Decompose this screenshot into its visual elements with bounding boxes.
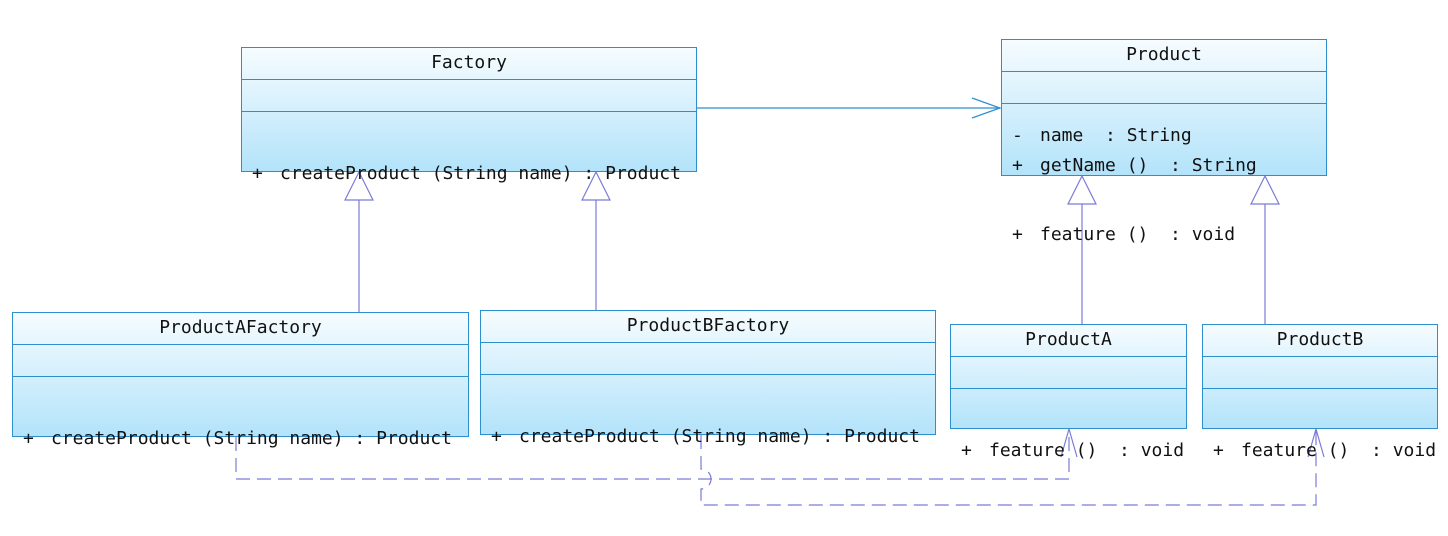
class-name: ProductBFactory — [481, 311, 935, 343]
operation: +createProduct (String name) : Product — [252, 163, 681, 184]
operation: +createProduct (String name) : Product — [23, 428, 452, 449]
attributes-section — [13, 345, 468, 377]
operation: +feature () : void — [961, 440, 1185, 461]
operations-section: +getName () : String +feature () : void — [1002, 104, 1326, 292]
dependency-productbfactory-productb[interactable] — [700, 426, 1325, 506]
generalization-productb-product[interactable] — [1250, 174, 1280, 324]
attribute: -name : String — [1012, 125, 1192, 146]
producta-class[interactable]: ProductA +feature () : void — [950, 324, 1187, 461]
generalization-producta-product[interactable] — [1067, 174, 1097, 324]
operation: +getName () : String — [1012, 155, 1257, 176]
productbfactory-class[interactable]: ProductBFactory +createProduct (String n… — [480, 310, 936, 447]
class-name: Factory — [242, 48, 696, 80]
operations-section: +feature () : void — [1203, 389, 1437, 508]
operations-section: +feature () : void — [951, 389, 1186, 508]
class-name: Product — [1002, 40, 1326, 72]
class-name: ProductB — [1203, 325, 1437, 357]
attributes-section — [951, 357, 1186, 389]
operations-section: +createProduct (String name) : Product — [242, 112, 696, 231]
attributes-section — [242, 80, 696, 112]
operation: +feature () : void — [1012, 224, 1236, 245]
product-class[interactable]: Product -name : String +getName () : Str… — [1001, 39, 1327, 245]
generalization-productbfactory-factory[interactable] — [581, 170, 611, 310]
dependency-productafactory-producta[interactable] — [235, 426, 1078, 480]
productb-class[interactable]: ProductB +feature () : void — [1202, 324, 1438, 461]
attributes-section: -name : String — [1002, 72, 1326, 146]
generalization-productafactory-factory[interactable] — [344, 170, 374, 312]
operations-section: +createProduct (String name) : Product — [13, 377, 468, 496]
operation: +feature () : void — [1213, 440, 1437, 461]
attributes-section — [1203, 357, 1437, 389]
operation: +createProduct (String name) : Product — [491, 426, 920, 447]
class-name: ProductAFactory — [13, 313, 468, 345]
association-factory-product[interactable] — [697, 97, 1002, 119]
operations-section: +createProduct (String name) : Product — [481, 375, 935, 494]
factory-class[interactable]: Factory +createProduct (String name) : P… — [241, 47, 697, 184]
attributes-section — [481, 343, 935, 375]
productafactory-class[interactable]: ProductAFactory +createProduct (String n… — [12, 312, 469, 449]
class-name: ProductA — [951, 325, 1186, 357]
